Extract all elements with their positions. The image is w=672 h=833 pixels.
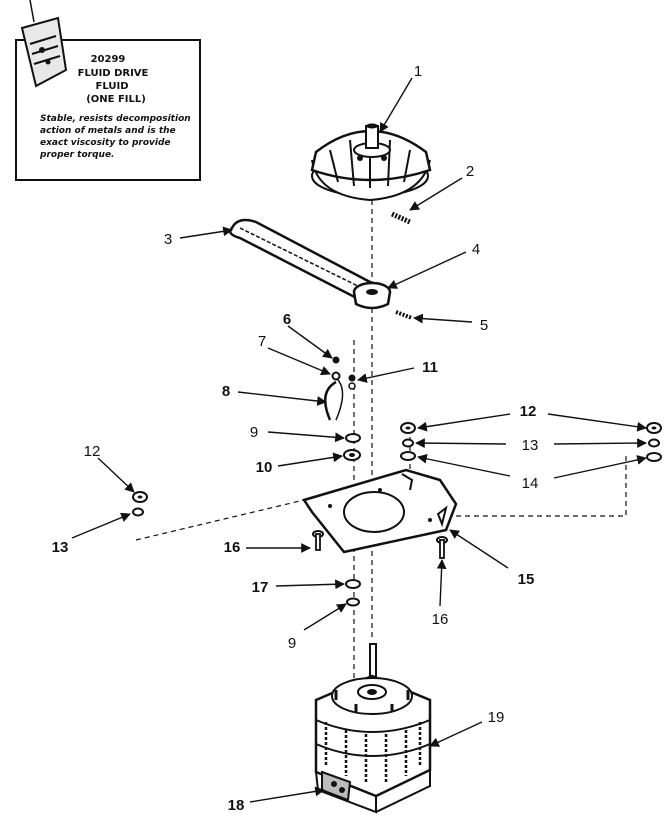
callout-12-left: 12 xyxy=(84,443,101,460)
fluid-title-line3: (ONE FILL) xyxy=(86,94,146,105)
callout-8: 8 xyxy=(222,383,230,400)
callout-2: 2 xyxy=(466,163,474,180)
fluid-desc-line3: exact viscosity to provide xyxy=(40,138,171,148)
callout-18: 18 xyxy=(228,797,245,814)
set-screw xyxy=(390,211,412,225)
left-hardware-guide xyxy=(135,499,305,541)
drive-motor xyxy=(314,643,432,814)
callout-16-left: 16 xyxy=(224,539,241,556)
callout-17: 17 xyxy=(252,579,269,596)
right-hardware-guide xyxy=(456,456,627,517)
callout-9-upper: 9 xyxy=(250,424,258,441)
callout-5: 5 xyxy=(480,317,488,334)
fluid-title-line2: FLUID xyxy=(96,81,129,92)
fluid-bottle-icon xyxy=(20,0,68,88)
fluid-drive-info-box: 20299 FLUID DRIVE FLUID (ONE FILL) Stabl… xyxy=(15,0,201,181)
callout-6: 6 xyxy=(283,311,291,328)
center-nut xyxy=(343,449,361,461)
fluid-desc-line1: Stable, resists decomposition xyxy=(40,114,191,124)
callout-14: 14 xyxy=(522,475,539,492)
callout-12-right: 12 xyxy=(520,403,537,420)
left-nut-lockwasher xyxy=(132,491,148,517)
callout-13-right: 13 xyxy=(522,437,539,454)
washer-upper xyxy=(345,433,361,443)
callout-13-left: 13 xyxy=(52,539,69,556)
pulley-set-screw xyxy=(395,310,413,320)
callout-7: 7 xyxy=(258,333,266,350)
fluid-title-line1: FLUID DRIVE xyxy=(78,68,149,79)
mounting-plate xyxy=(302,468,458,554)
right-nut-washer-set xyxy=(646,422,662,462)
mounting-bolt-left xyxy=(312,530,324,551)
fluid-desc-line2: action of metals and is the xyxy=(40,126,176,136)
callout-labels: 1 2 3 4 5 6 7 8 9 10 11 12 12 13 13 14 1… xyxy=(52,63,539,814)
callout-4: 4 xyxy=(472,241,480,258)
callout-15: 15 xyxy=(518,571,535,588)
ground-wire-assembly xyxy=(323,356,356,421)
mounting-bolt-right xyxy=(436,536,448,559)
callout-16-right: 16 xyxy=(432,611,449,628)
plate-nut-washer-set xyxy=(400,422,416,461)
callout-10: 10 xyxy=(256,459,273,476)
callout-11: 11 xyxy=(422,359,438,376)
motor-connector xyxy=(321,770,352,802)
washer-17 xyxy=(345,579,361,589)
leader-lines xyxy=(71,77,647,803)
pulley xyxy=(352,281,392,310)
callout-1: 1 xyxy=(414,63,422,80)
callout-3: 3 xyxy=(164,231,172,248)
callout-19: 19 xyxy=(488,709,505,726)
callout-9-lower: 9 xyxy=(288,635,296,652)
fluid-drive-housing xyxy=(310,123,432,202)
washer-lower xyxy=(346,597,360,607)
fluid-part-number: 20299 xyxy=(91,54,126,65)
fluid-desc-line4: proper torque. xyxy=(39,150,114,160)
